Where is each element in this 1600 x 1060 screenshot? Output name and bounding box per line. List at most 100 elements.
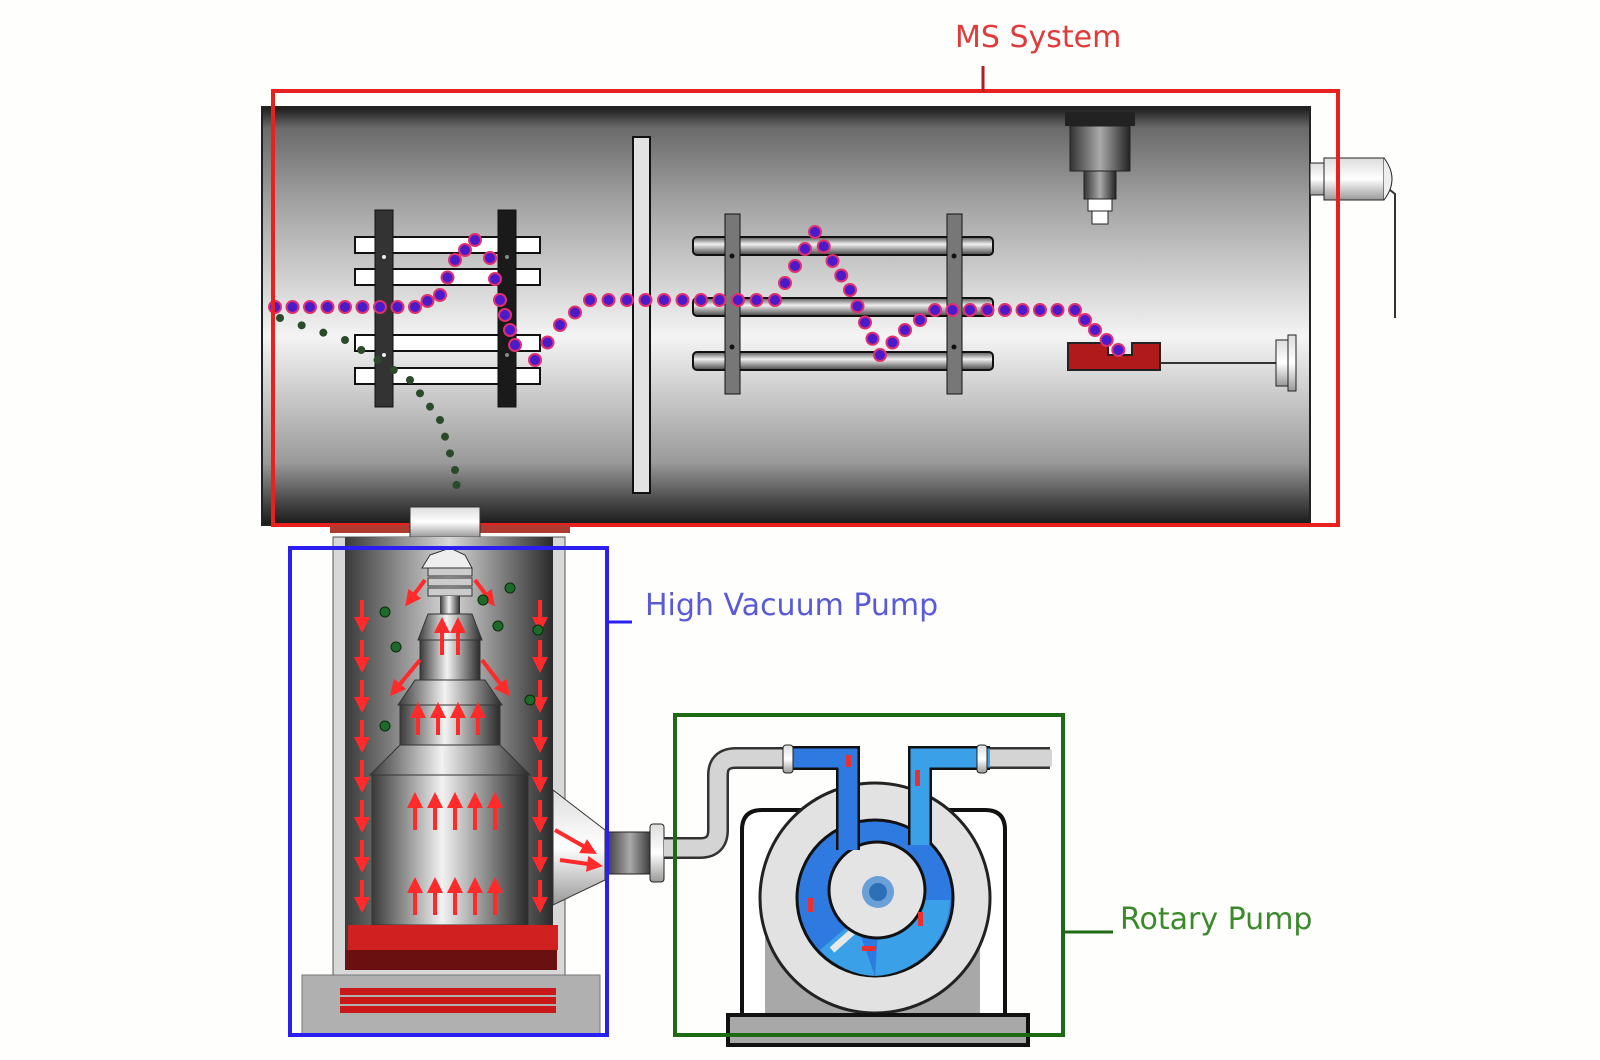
- high-vacuum-pump-frame: [288, 546, 609, 1037]
- neutral-particle: [319, 328, 328, 337]
- ion-particle: [834, 268, 849, 283]
- ion-particle: [601, 293, 616, 307]
- ion-particle: [885, 335, 900, 350]
- ion-particle: [1099, 333, 1114, 347]
- neutral-particle: [436, 416, 444, 424]
- ion-particle: [448, 253, 462, 267]
- ion-particle: [355, 300, 370, 314]
- ion-particle: [1033, 303, 1047, 317]
- ms-system-label: MS System: [955, 20, 1122, 55]
- ion-particle: [493, 293, 507, 307]
- ion-particle: [303, 300, 317, 314]
- ion-particle: [433, 288, 447, 302]
- ion-particle: [998, 303, 1012, 317]
- ion-particle: [657, 293, 671, 307]
- vapor-arrow: [405, 578, 427, 607]
- ion-particle: [694, 293, 708, 307]
- neutral-particle: [406, 376, 414, 384]
- rotary-pump-label: Rotary Pump: [1120, 902, 1313, 937]
- neutral-particle: [441, 432, 449, 441]
- ion-particle: [913, 313, 927, 327]
- ion-particle: [768, 293, 782, 307]
- ion-particle: [483, 251, 497, 265]
- ion-particle: [1078, 313, 1092, 327]
- ion-particle: [980, 303, 995, 317]
- neutral-particle: [297, 321, 306, 330]
- gas-particle: [504, 582, 516, 594]
- ion-particle: [1015, 303, 1030, 317]
- vapor-arrow: [559, 855, 603, 872]
- neutral-particle: [389, 366, 398, 374]
- neutral-particle: [357, 346, 366, 354]
- gas-particle: [379, 720, 391, 732]
- ion-particle: [1068, 303, 1082, 317]
- ion-particle: [338, 300, 352, 314]
- neutral-particle: [452, 481, 461, 489]
- ion-particle: [408, 300, 422, 314]
- ion-particle: [963, 303, 977, 317]
- ion-particle: [458, 243, 472, 257]
- detector-dynode: [1067, 334, 1297, 392]
- ion-particle: [285, 300, 300, 314]
- ion-particle: [540, 335, 555, 350]
- diffusion-pump: [301, 506, 665, 1036]
- ion-particle: [675, 293, 690, 307]
- ion-particle: [731, 293, 745, 307]
- neutral-particle: [426, 402, 434, 411]
- ion-particle: [712, 293, 727, 307]
- feedthrough-connector: [1309, 157, 1396, 318]
- gas-particle: [379, 606, 391, 618]
- ion-particle: [508, 338, 522, 352]
- ion-particle: [898, 323, 912, 337]
- gas-particle: [477, 594, 489, 606]
- ion-particle: [843, 283, 857, 297]
- rotary-vane-pump: [664, 744, 1052, 1047]
- ion-particle: [390, 300, 405, 314]
- vapor-flow-arrows: [354, 578, 603, 915]
- vapor-arrow: [480, 658, 510, 697]
- gas-particle: [390, 641, 402, 653]
- ion-particle: [468, 233, 482, 247]
- ion-particle: [816, 239, 831, 254]
- gas-particle: [532, 624, 544, 636]
- trapped-gas-particles: [379, 582, 544, 732]
- ion-particle: [488, 272, 502, 286]
- ion-particle: [620, 293, 634, 307]
- ion-particle: [798, 242, 812, 256]
- ion-particle: [553, 318, 567, 332]
- vapor-arrow: [554, 828, 597, 854]
- vapor-arrow: [473, 578, 495, 607]
- ion-particle: [825, 254, 840, 268]
- neutral-particle: [446, 449, 454, 458]
- ion-particle: [778, 276, 792, 290]
- neutral-particle-path: [276, 314, 461, 489]
- ion-particle: [1111, 343, 1126, 357]
- neutral-particle: [276, 314, 284, 322]
- neutral-particle: [416, 389, 424, 398]
- ion-particle: [583, 293, 597, 307]
- ion-particle: [373, 300, 387, 314]
- ion-particle: [1088, 323, 1102, 337]
- ion-beam-path: [268, 225, 1126, 367]
- ion-particle: [808, 225, 822, 239]
- separator-plate: [632, 136, 651, 494]
- ion-particle: [503, 323, 517, 337]
- ion-particle: [498, 308, 512, 322]
- ion-particle: [858, 315, 872, 330]
- ion-particle: [850, 299, 865, 314]
- ion-particle: [440, 270, 455, 285]
- neutral-particle: [451, 466, 459, 474]
- ion-particle: [788, 259, 802, 273]
- ion-particle: [928, 303, 942, 317]
- ion-particle: [1050, 303, 1065, 317]
- electron-multiplier: [1065, 112, 1135, 225]
- gas-particle: [492, 620, 504, 632]
- ion-particle: [865, 331, 880, 346]
- ion-particle: [638, 293, 653, 307]
- gas-particle: [524, 694, 536, 706]
- ion-particle: [873, 348, 887, 362]
- ms-system-frame: [271, 89, 1340, 527]
- ion-particle: [749, 293, 764, 307]
- ion-particle: [528, 353, 542, 367]
